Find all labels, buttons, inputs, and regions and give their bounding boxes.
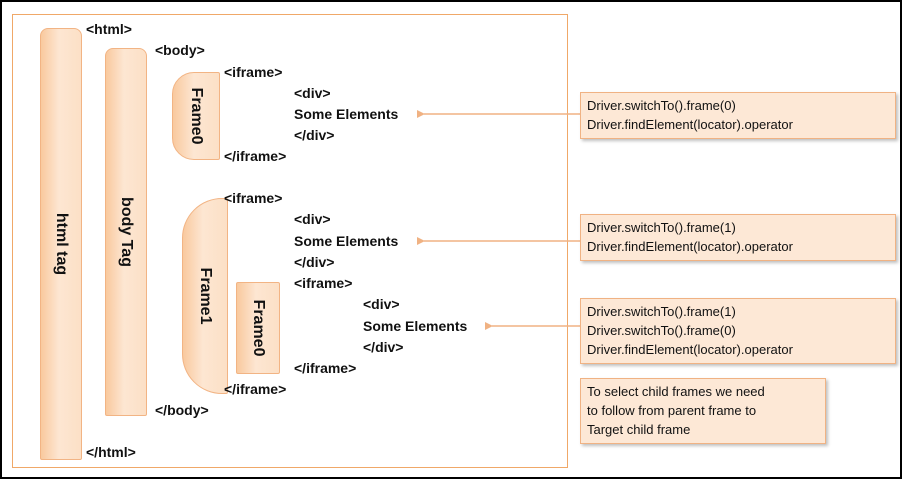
div-close-tag-1: </div> [294,127,335,143]
frame0-nested-bar: Frame0 [236,282,280,374]
some-elements-2: Some Elements [294,233,399,249]
html-tag-bar: html tag [40,28,82,460]
body-open-tag: <body> [155,42,205,58]
div-close-tag-3: </div> [363,339,404,355]
frame1-bar: Frame1 [182,198,228,394]
iframe-open-tag-2: <iframe> [224,190,283,206]
note-nested-line-1: Driver.switchTo().frame(1) [587,304,736,319]
note-nested-line-3: Driver.findElement(locator).operator [587,342,793,357]
note-tip-line-3: Target child frame [587,422,691,437]
html-open-tag: <html> [86,21,132,37]
note-frame0: Driver.switchTo().frame(0) Driver.findEl… [580,92,896,139]
div-close-tag-2: </div> [294,254,335,270]
note-frame1: Driver.switchTo().frame(1) Driver.findEl… [580,214,896,261]
frame0-top-bar: Frame0 [172,72,220,160]
div-open-tag-1: <div> [294,85,331,101]
note-nested-line-2: Driver.switchTo().frame(0) [587,323,736,338]
note-nested-frame: Driver.switchTo().frame(1) Driver.switch… [580,298,896,364]
note-tip-line-1: To select child frames we need [587,384,765,399]
note-frame0-line-1: Driver.switchTo().frame(0) [587,98,736,113]
iframe-close-tag-3: </iframe> [294,360,357,376]
note-frame0-line-2: Driver.findElement(locator).operator [587,117,793,132]
iframe-close-tag-2: </iframe> [224,381,287,397]
body-tag-bar: body Tag [105,48,147,416]
note-frame1-line-2: Driver.findElement(locator).operator [587,239,793,254]
note-tip-line-2: to follow from parent frame to [587,403,757,418]
some-elements-1: Some Elements [294,106,399,122]
iframe-open-tag-3: <iframe> [294,275,353,291]
iframe-open-tag-1: <iframe> [224,64,283,80]
div-open-tag-2: <div> [294,211,331,227]
some-elements-3: Some Elements [363,318,468,334]
iframe-close-tag-1: </iframe> [224,148,287,164]
note-tip: To select child frames we need to follow… [580,378,826,444]
note-frame1-line-1: Driver.switchTo().frame(1) [587,220,736,235]
html-close-tag: </html> [86,444,136,460]
div-open-tag-3: <div> [363,296,400,312]
body-close-tag: </body> [155,402,209,418]
